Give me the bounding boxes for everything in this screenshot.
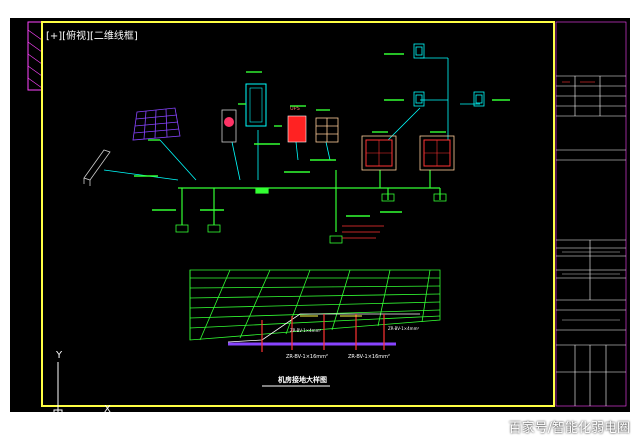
grounding-bus — [178, 170, 441, 232]
cable-spec-labels: ZR-BV-1×16mm² ZR-BV-1×16mm² ZR-BV-1×4mm²… — [286, 326, 419, 360]
svg-text:ZR-BV-1×4mm²: ZR-BV-1×4mm² — [290, 328, 321, 333]
equipment-cabinet-2[interactable] — [245, 83, 267, 127]
title-block — [555, 21, 627, 407]
ucs-icon — [53, 362, 98, 419]
ucs-x-label: X — [104, 404, 111, 415]
model-space-background — [10, 18, 630, 412]
equipment-ground-wires — [342, 225, 384, 239]
svg-text:ZR-BV-1×16mm²: ZR-BV-1×16mm² — [286, 354, 328, 360]
ups-label: UPS — [290, 106, 300, 112]
watermark-text: 百家号/智能化弱电圈 — [508, 421, 630, 436]
wall-device-1[interactable] — [413, 43, 425, 59]
viewport-controls-label[interactable]: [+][俯视][二维线框] — [46, 31, 138, 42]
equipment-cabinet-1[interactable] — [221, 109, 237, 143]
wall-device-2[interactable] — [413, 91, 425, 107]
solar-panel-symbol — [132, 107, 181, 141]
wall-device-3[interactable] — [473, 91, 485, 107]
small-annotations — [134, 53, 510, 217]
svg-text:ZR-BV-1×16mm²: ZR-BV-1×16mm² — [348, 354, 390, 360]
ups-cabinet[interactable]: UPS — [287, 106, 307, 143]
svg-text:ZR-BV-1×4mm²: ZR-BV-1×4mm² — [388, 326, 419, 331]
cable-tray-symbol — [83, 149, 111, 186]
network-rack-2[interactable] — [419, 135, 455, 171]
network-rack-1[interactable] — [361, 135, 397, 171]
drawing-title: 机房接地大样图 — [278, 375, 327, 384]
grounding-grid — [189, 269, 441, 341]
viewport-frame[interactable] — [41, 21, 555, 407]
distribution-box[interactable] — [315, 117, 339, 143]
grounding-rods — [227, 313, 420, 352]
ucs-y-label: Y — [55, 350, 63, 361]
ground-terminal-symbols — [175, 193, 447, 244]
leader-lines — [103, 57, 480, 181]
